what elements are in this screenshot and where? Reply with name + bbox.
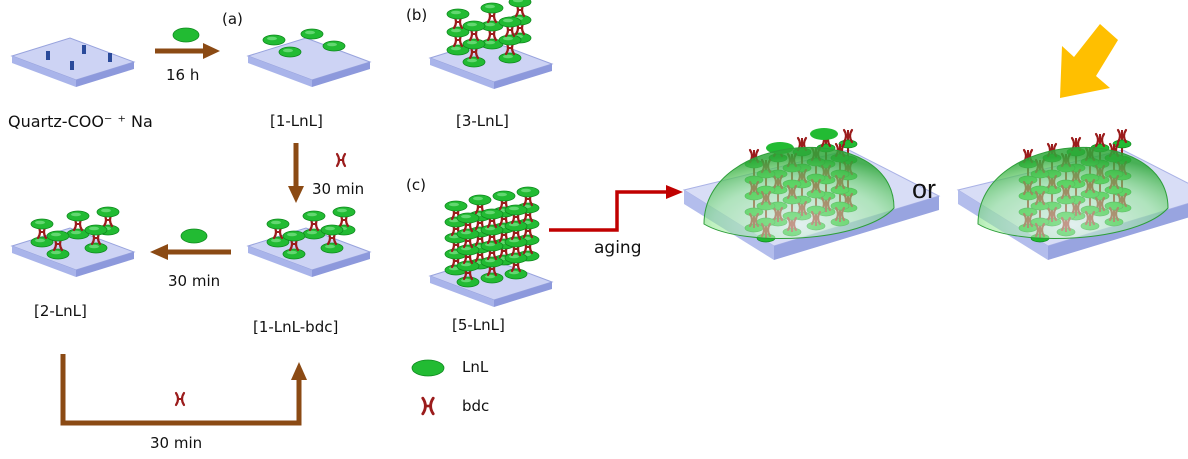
- structure-5-lnl: [429, 187, 553, 308]
- label-30min-left: 30 min: [168, 272, 221, 290]
- arrow-aging: [549, 185, 683, 232]
- label-16h: 16 h: [166, 66, 200, 84]
- arrow-16h: [155, 27, 220, 59]
- arrow-orange: [1060, 24, 1118, 98]
- arrow-loop-30min: [60, 354, 307, 426]
- label-aging: aging: [594, 238, 642, 258]
- label-panel-b: (b): [406, 6, 428, 24]
- label-quartz: Quartz-COO⁻ ⁺ Na: [8, 112, 153, 131]
- legend-bdc-label: bdc: [462, 397, 490, 415]
- label-panel-c: (c): [406, 176, 426, 194]
- arrow-left-30min: [150, 228, 231, 260]
- legend-lnl-label: LnL: [462, 358, 489, 376]
- label-panel-a: (a): [222, 10, 243, 28]
- structure-3-lnl: [429, 0, 553, 90]
- structure-1-lnl: [247, 28, 371, 88]
- arrow-down-30min: [288, 143, 347, 203]
- legend: [411, 359, 445, 416]
- quartz-substrate: [11, 37, 135, 88]
- label-1-lnl: [1-LnL]: [270, 112, 323, 130]
- label-2-lnl: [2-LnL]: [34, 302, 87, 320]
- legend-bdc-swatch: [421, 396, 435, 416]
- legend-lnl-swatch: [411, 359, 445, 377]
- dome-structure-1: [683, 128, 940, 261]
- dome-structure-2: [957, 130, 1188, 261]
- label-30min-bottom: 30 min: [150, 434, 203, 452]
- label-5-lnl: [5-LnL]: [452, 316, 505, 334]
- structure-2-lnl: [11, 207, 135, 278]
- structure-1-lnl-bdc: [247, 207, 371, 278]
- label-30min-down: 30 min: [312, 180, 365, 198]
- label-1-lnl-bdc: [1-LnL-bdc]: [253, 318, 339, 336]
- or-label: or: [912, 174, 936, 204]
- label-3-lnl: [3-LnL]: [456, 112, 509, 130]
